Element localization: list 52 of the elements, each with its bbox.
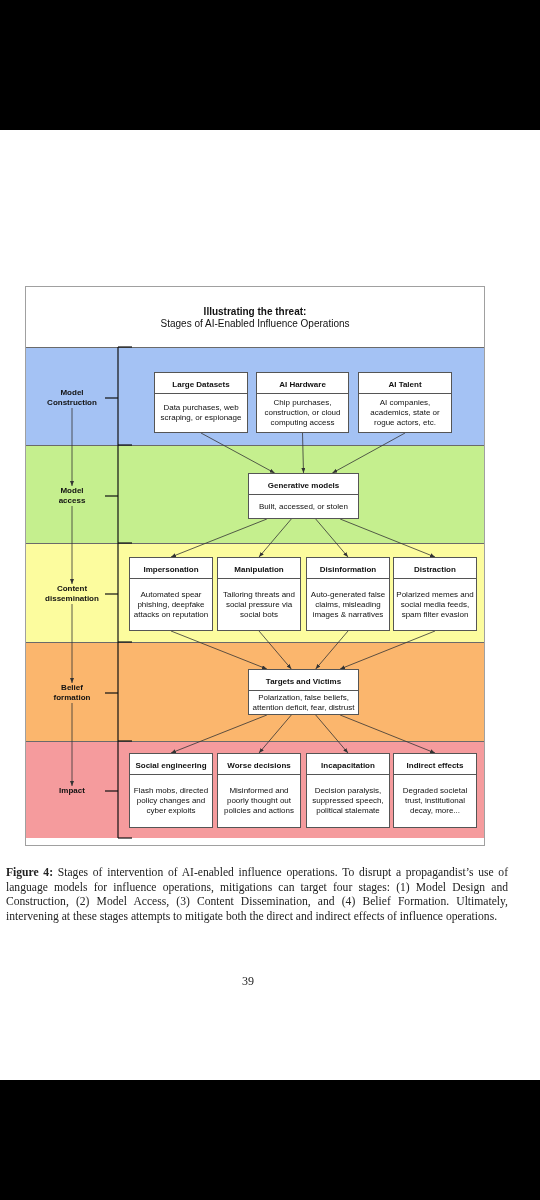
box-description: Degraded societal trust, institutional decay, more... [401,786,469,816]
process-box [256,372,349,433]
box-description: AI companies, academics, state or rogue actors, etc. [369,398,441,428]
process-box [129,753,213,828]
box-heading: Social engineering [135,761,207,770]
stage-label: Model Construction [47,388,97,408]
stage-label: Impact [59,786,85,796]
stage-label: Content dissemination [45,584,99,604]
box-description: Misinformed and poorly thought out policies and actions [223,786,295,816]
stage-label: Model access [58,486,86,506]
stage-band [26,347,484,445]
stage-band [26,642,484,741]
process-box [154,372,248,433]
box-heading: Impersonation [143,565,199,574]
box-heading: AI Hardware [279,380,326,389]
box-description: Decision paralysis, suppressed speech, political stalemate [311,786,385,816]
box-heading: AI Talent [388,380,422,389]
process-box [217,557,301,631]
box-heading: Manipulation [234,565,284,574]
box-heading: Large Datasets [172,380,230,389]
process-box [393,557,477,631]
box-description: Automated spear phishing, deepfake attacks on reputation [132,589,210,620]
box-heading: Targets and Victims [265,677,342,686]
process-box [393,753,477,828]
stage-band [26,445,484,543]
box-heading: Distraction [414,565,456,574]
box-description: Data purchases, web scraping, or espionage [159,403,243,423]
process-box [306,557,390,631]
process-box [248,669,359,715]
box-description: Auto-generated false claims, misleading images & narratives [309,589,387,620]
box-heading: Disinformation [319,565,377,574]
page-number: 39 [242,974,254,988]
box-description: Tailoring threats and social pressure via social bots [221,589,296,620]
diagram-title: Illustrating the threat: Stages of AI-Enabled Influence Operations [160,306,350,330]
box-description: Flash mobs, directed policy changes and cyber exploits [132,786,210,816]
box-heading: Generative models [267,481,340,490]
figure-caption: Figure 4: Stages of intervention of AI-enabled influence operations. To disrupt a propagandist’s use of language models for influence operations, mitigations can target four stages: (1) Model Design and Construction, (2) Model Access, (3) Content Dissemination, and (4) Belief Formation. Ultimately, intervening at these stages attempts to mitigate both the direct and indirect effects of influence operations. [6,866,508,925]
box-description: Polarization, false beliefs, attention deficit, fear, distrust [251,693,356,713]
box-heading: Worse decisions [227,761,291,770]
box-description: Polarized memes and social media feeds, spam filter evasion [396,589,474,620]
stage-band [26,741,484,838]
box-heading: Incapacitation [321,761,375,770]
process-box [248,473,359,519]
process-box [129,557,213,631]
box-description: Chip purchases, construction, or cloud computing access [263,398,342,428]
box-description: Built, accessed, or stolen [259,501,348,512]
stage-label: Belief formation [53,683,91,703]
stage-band [26,543,484,642]
process-box [358,372,452,433]
process-box [217,753,301,828]
process-box [306,753,390,828]
box-heading: Indirect effects [406,761,464,770]
